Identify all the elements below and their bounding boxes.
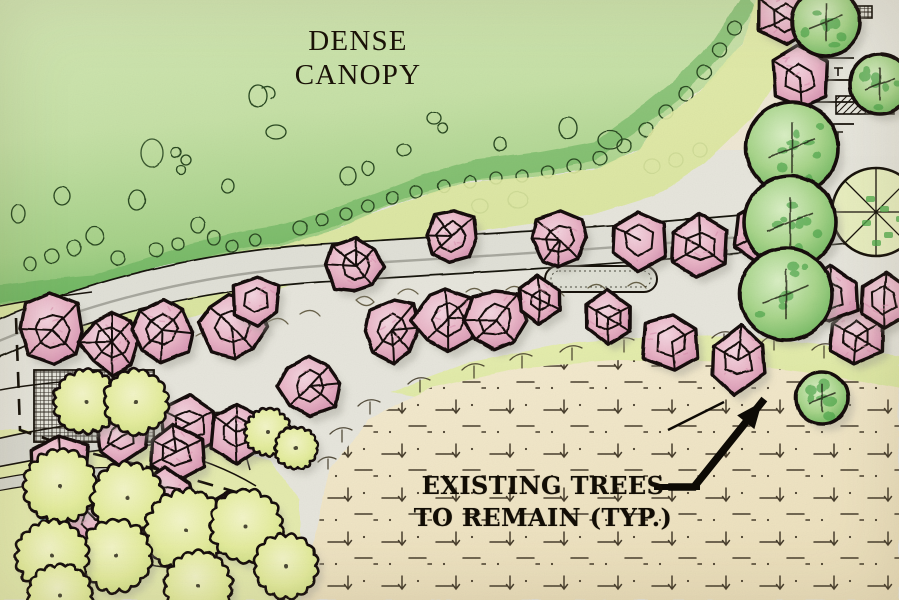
existing-trees-leader-arrow bbox=[667, 396, 768, 491]
leader-tick bbox=[667, 400, 725, 432]
